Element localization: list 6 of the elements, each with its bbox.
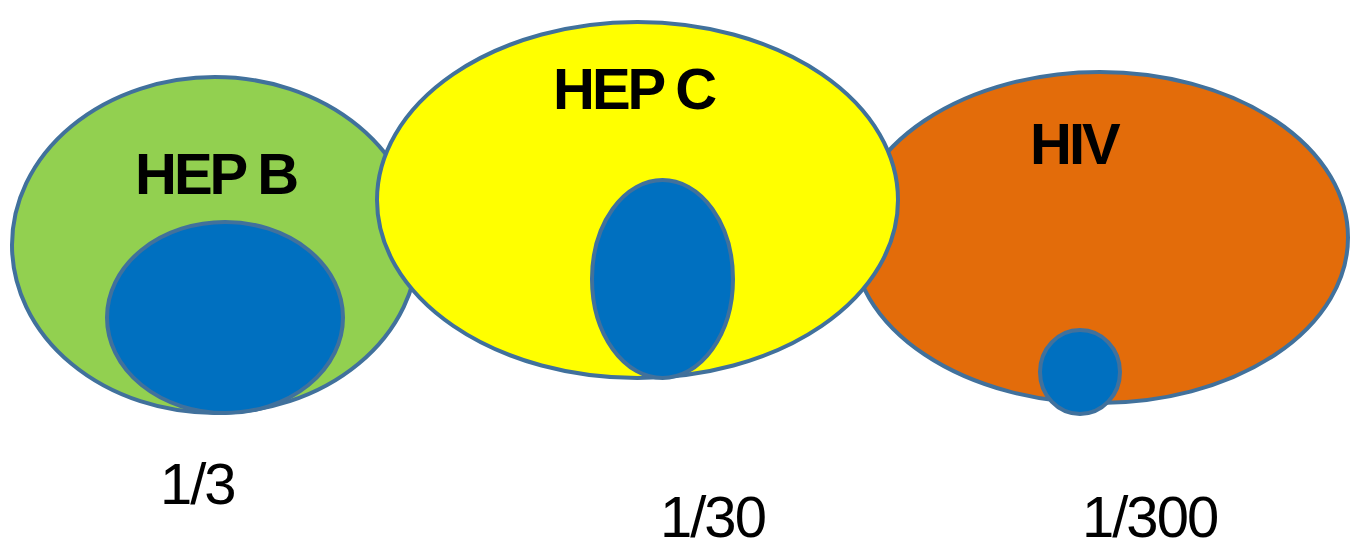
virus-label: HEP C bbox=[553, 60, 715, 118]
ratio-label: 1/3 bbox=[160, 455, 235, 513]
ratio-label: 1/300 bbox=[1082, 488, 1218, 546]
virus-label: HEP B bbox=[135, 145, 297, 203]
virus-label: HIV bbox=[1030, 115, 1118, 173]
ratio-label: 1/30 bbox=[660, 488, 765, 546]
